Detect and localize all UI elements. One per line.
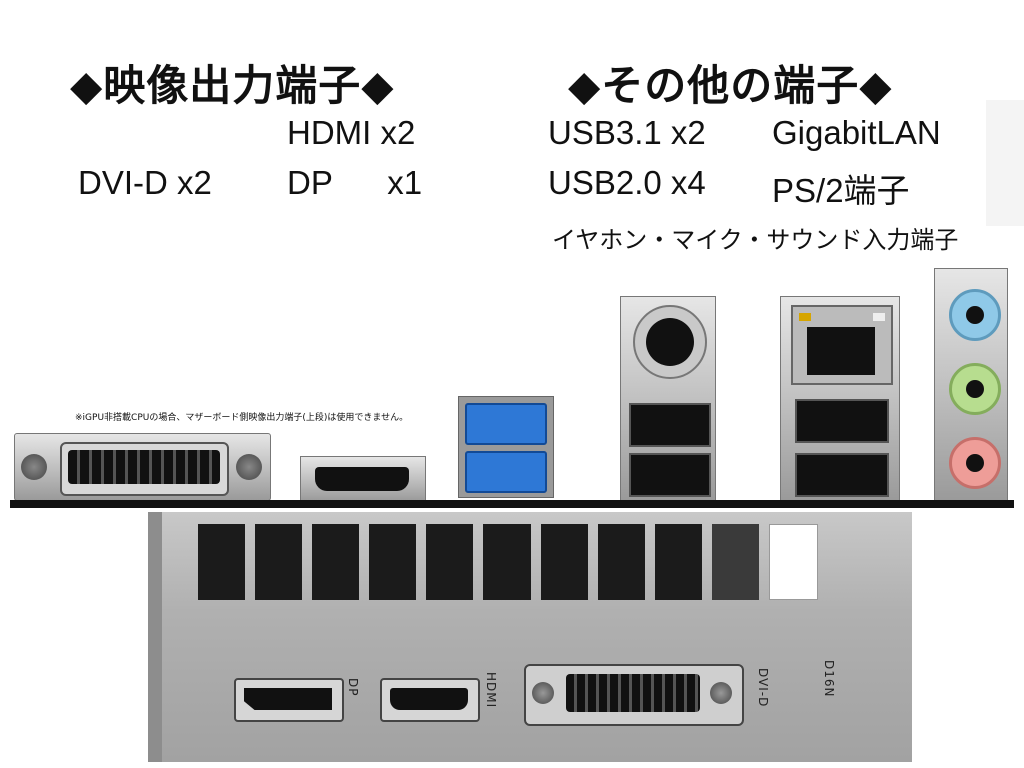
dvi-pins bbox=[68, 450, 220, 484]
audio-spec: イヤホン・マイク・サウンド入力端子 bbox=[552, 226, 959, 254]
dp-label: DP bbox=[346, 678, 360, 697]
mb-hdmi-port bbox=[300, 456, 426, 502]
mic-jack bbox=[949, 437, 1001, 489]
model-label: D16N bbox=[822, 660, 836, 698]
hdmi-spec: HDMI x2 bbox=[287, 114, 416, 151]
lan-port bbox=[791, 305, 893, 385]
line-out-jack bbox=[949, 363, 1001, 415]
igpu-note: ※iGPU非搭載CPUの場合、マザーボード側映像出力端子(上段)は使用できません… bbox=[75, 413, 409, 423]
lan-spec: GigabitLAN bbox=[772, 114, 941, 151]
line-in-jack bbox=[949, 289, 1001, 341]
screw-icon bbox=[236, 454, 262, 480]
dvi-spec: DVI-D x2 bbox=[78, 164, 212, 201]
hdmi-socket bbox=[315, 467, 409, 491]
mb-lan-usb-stack bbox=[780, 296, 900, 502]
gpu-dvi-port bbox=[524, 664, 744, 726]
usb2-port bbox=[795, 453, 889, 497]
screw-icon bbox=[710, 682, 732, 704]
divider-bar bbox=[10, 500, 1014, 508]
mb-usb31-stack bbox=[458, 396, 554, 498]
mb-audio-stack bbox=[934, 268, 1008, 502]
screw-icon bbox=[532, 682, 554, 704]
dvi-label: DVI-D bbox=[756, 668, 770, 708]
gpu-hdmi-port bbox=[380, 678, 480, 722]
lan-led-icon bbox=[799, 313, 811, 321]
usb3-port bbox=[465, 451, 547, 493]
lan-socket bbox=[807, 327, 875, 375]
dvi-pins bbox=[566, 674, 700, 712]
background-panel bbox=[986, 100, 1024, 226]
vent-grille bbox=[198, 524, 819, 600]
ps2-socket bbox=[646, 318, 694, 366]
dp-spec: DP x1 bbox=[287, 164, 423, 201]
hdmi-label: HDMI bbox=[484, 672, 498, 709]
other-ports-heading: ◆その他の端子◆ bbox=[568, 61, 893, 110]
gpu-dp-port bbox=[234, 678, 344, 722]
mb-dvi-port bbox=[14, 433, 271, 501]
gpu-bracket: DP HDMI DVI-D D16N bbox=[148, 512, 912, 762]
usb2-port bbox=[629, 403, 711, 447]
usb2-port bbox=[795, 399, 889, 443]
video-output-heading: ◆映像出力端子◆ bbox=[70, 61, 395, 110]
usb2-port bbox=[629, 453, 711, 497]
screw-icon bbox=[21, 454, 47, 480]
usb31-spec: USB3.1 x2 bbox=[548, 114, 706, 151]
mb-ps2-usb-stack bbox=[620, 296, 716, 502]
ps2-port bbox=[633, 305, 707, 379]
dvi-shell bbox=[60, 442, 229, 496]
usb20-spec: USB2.0 x4 bbox=[548, 164, 706, 201]
ps2-spec: PS/2端子 bbox=[772, 172, 910, 209]
usb3-port bbox=[465, 403, 547, 445]
lan-led-icon bbox=[873, 313, 885, 321]
